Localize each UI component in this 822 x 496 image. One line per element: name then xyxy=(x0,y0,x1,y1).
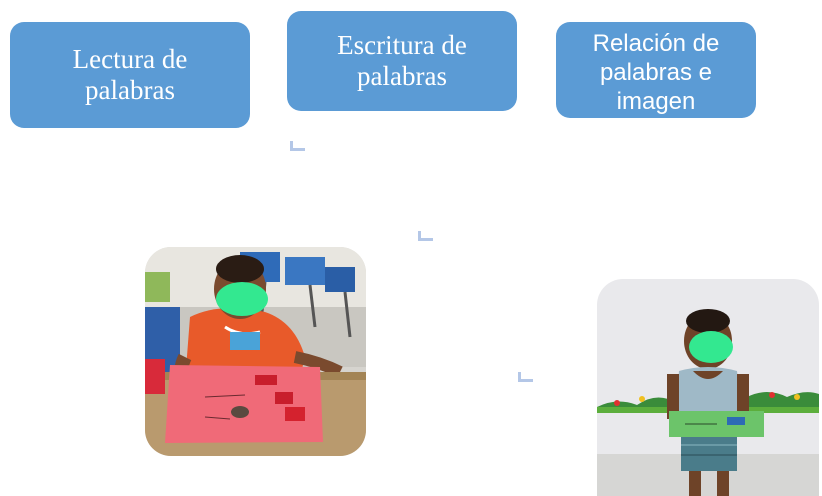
box-escritura-de-palabras: Escritura de palabras xyxy=(287,11,517,111)
photo-child-at-desk xyxy=(145,247,366,456)
corner-mark xyxy=(418,231,433,241)
box-lectura-label: Lectura de palabras xyxy=(72,44,188,105)
photo-child-standing xyxy=(597,279,819,496)
corner-mark xyxy=(290,141,305,151)
box-escritura-label: Escritura de palabras xyxy=(337,30,467,91)
corner-mark xyxy=(518,372,533,382)
box-relacion-label: Relación de palabras e imagen xyxy=(592,30,720,115)
box-relacion-palabras-imagen: Relación de palabras e imagen xyxy=(556,22,756,118)
box-lectura-de-palabras: Lectura de palabras xyxy=(10,22,250,128)
